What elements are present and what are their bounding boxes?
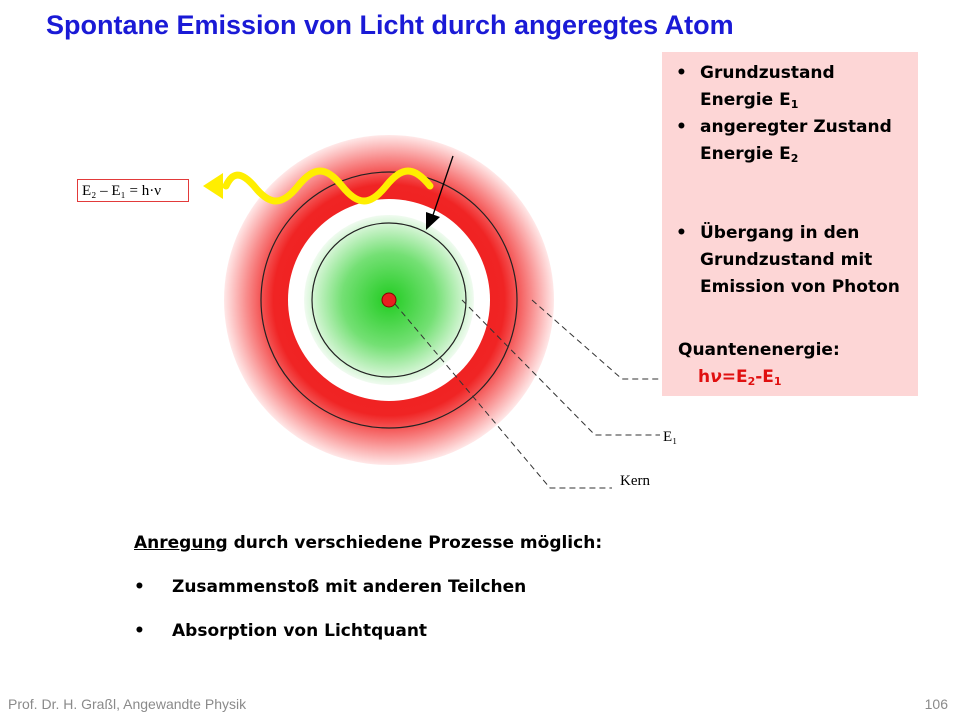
info-box: • Grundzustand Energie E1 • angeregter Z… [662,52,918,396]
transition-arrow-line [431,155,454,219]
photon-wave [222,167,434,205]
info-bullet-grundzustand: • Grundzustand Energie E1 [676,63,835,111]
label-kern: Kern [620,473,650,489]
quantum-energy-label: Quantenenergie: [678,340,840,360]
slide-title: Spontane Emission von Licht durch angere… [46,10,734,40]
quantum-energy-formula: hν=E2-E1 [698,367,782,388]
excitation-notes: Anregung durch verschiedene Prozesse mög… [134,533,603,641]
info-bullet-uebergang: • Übergang in den Grundzustand mit Emiss… [676,223,900,297]
label-e1: E₁ [663,429,678,445]
footer-author: Prof. Dr. H. Graßl, Angewandte Physik [8,696,247,712]
leader-e1 [461,299,660,436]
nucleus [381,292,397,308]
excitation-heading: Anregung durch verschiedene Prozesse mög… [134,533,603,553]
transition-arrowhead [426,212,440,230]
energy-formula-box: E₂ – E₁ = h·ν [77,179,189,202]
orbit-e1 [311,222,467,378]
photon-arrowhead [203,173,223,199]
info-bullet-angeregt: • angeregter Zustand Energie E2 [676,117,892,165]
page-number: 106 [924,696,948,712]
orbit-e2 [260,171,518,429]
leader-kern [394,303,612,489]
